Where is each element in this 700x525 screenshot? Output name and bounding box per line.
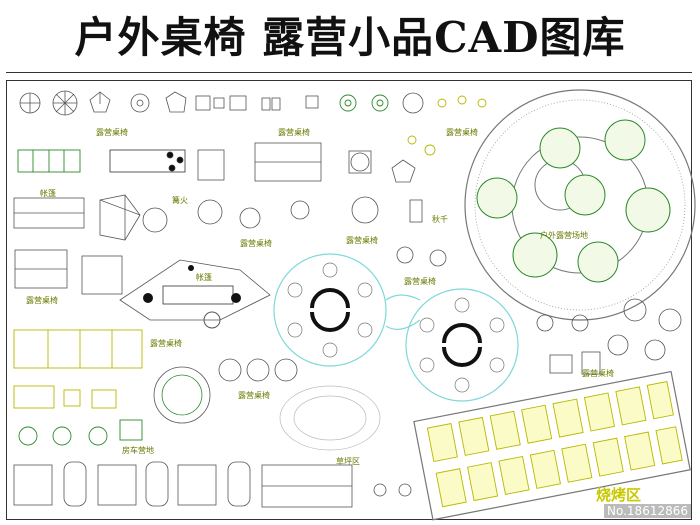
- label-camp-tables-3: 露营桌椅: [26, 295, 58, 305]
- rv-camp-icons: [13, 461, 251, 507]
- long-table-dark: [109, 149, 186, 173]
- green-table-icons: [339, 94, 389, 112]
- label-swing: 秋千: [432, 214, 448, 224]
- round-table-icon: [402, 92, 424, 114]
- tent-drawings: [13, 194, 168, 295]
- round-camp-island: [153, 366, 211, 424]
- bbq-area-grid: [413, 370, 691, 521]
- label-camp-tables-7: 露营桌椅: [150, 338, 182, 348]
- campground-octagons: [476, 119, 671, 283]
- grass-area-table: [261, 464, 412, 508]
- label-tent-2: 帐篷: [196, 272, 212, 282]
- label-camp-tables-4: 露营桌椅: [278, 127, 310, 137]
- label-campground: 户外露营场地: [540, 230, 588, 240]
- campground-right-tables: [536, 298, 682, 375]
- label-camp-tables-10: 露营桌椅: [346, 235, 378, 245]
- plaza-table-icons: [287, 262, 505, 393]
- label-campfire: 篝火: [172, 195, 188, 205]
- label-grass-area: 草坪区: [336, 456, 360, 466]
- label-camp-tables-1: 露营桌椅: [96, 127, 128, 137]
- tent-frames-yellow: [13, 329, 143, 409]
- title-rule: [6, 72, 692, 73]
- label-rv-camp: 房车营地: [122, 445, 154, 455]
- twin-circular-plazas: [273, 253, 519, 402]
- label-camp-tables-9: 露营桌椅: [582, 368, 614, 378]
- label-camp-tables-2: 露营桌椅: [240, 238, 272, 248]
- bbq-area-label: 烧烤区: [596, 486, 642, 504]
- grass-mound: [279, 385, 381, 451]
- label-camp-tables-8: 露营桌椅: [238, 390, 270, 400]
- picnic-table-green: [17, 149, 81, 173]
- page-title: 户外桌椅 露营小品CAD图库: [74, 13, 626, 62]
- plaza-centers: [310, 288, 482, 367]
- label-tent-1: 帐篷: [40, 188, 56, 198]
- green-table-sets: [18, 419, 143, 446]
- camp-stools-icon: [407, 95, 487, 156]
- drawing-frame: [6, 80, 692, 520]
- label-camp-tables-6: 露营桌椅: [404, 276, 436, 286]
- tent-canopy: [119, 259, 271, 329]
- label-camp-tables-5: 露营桌椅: [446, 127, 478, 137]
- watermark-number: No.18612866: [604, 504, 691, 518]
- umbrella-row-icons: [19, 90, 319, 116]
- swing-and-tables: [348, 150, 447, 267]
- umbrella-tables-middle: [197, 142, 322, 382]
